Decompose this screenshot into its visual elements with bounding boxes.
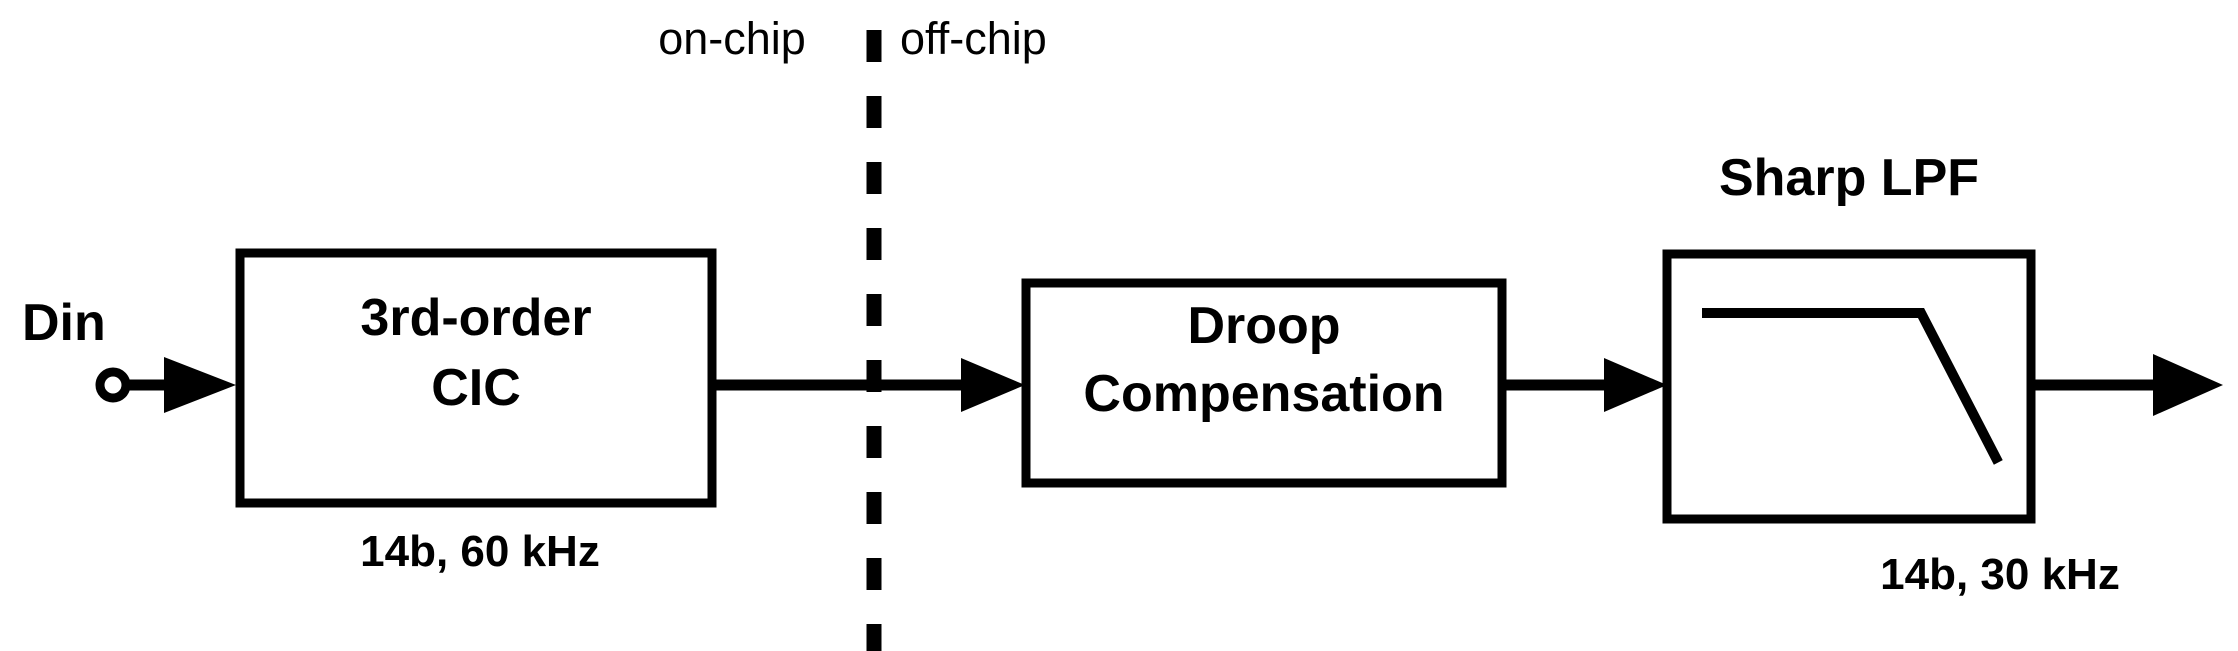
arrow-right-icon-din-to-cic [164,357,236,413]
arrow-right-icon-cic-to-droop [961,358,1025,412]
cic-rate-label: 14b, 60 kHz [360,527,600,576]
block-droop-label-line1: Droop [1187,297,1341,355]
din-terminal-circle-icon [95,367,131,403]
arrow-right-icon-droop-to-lpf [1604,358,1667,412]
block-droop-label-line2: Compensation [1083,365,1445,423]
block-cic-label-line2: CIC [431,359,521,417]
off-chip-label: off-chip [900,13,1047,64]
lpf-rate-label: 14b, 30 kHz [1880,550,2120,599]
block-cic-label-line1: 3rd-order [360,289,592,347]
on-chip-label: on-chip [658,13,806,64]
block-lpf-title-label: Sharp LPF [1718,149,1980,207]
block-cic-outline [235,248,717,508]
block-lpf-outline [1662,249,2036,524]
lowpass-response-curve-icon [1702,308,2003,465]
arrow-right-icon-output [2153,354,2223,416]
block-droop-outline [1021,278,1507,488]
din-input-label: Din [22,294,106,352]
